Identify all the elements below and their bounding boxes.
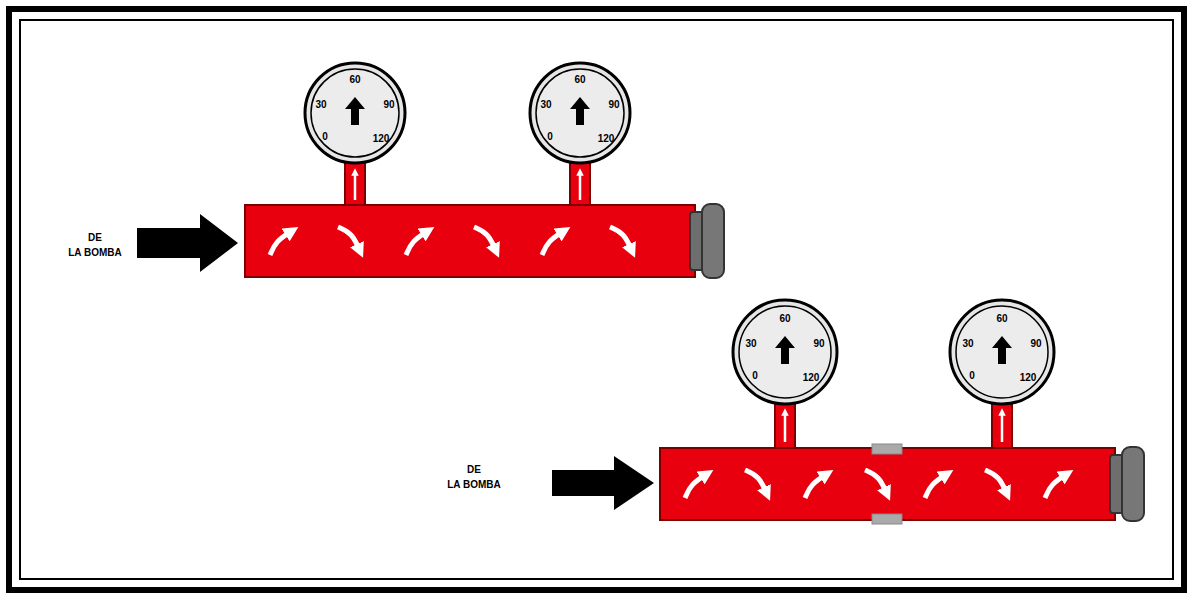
pressure-gauge: 60 30 90 0 120 [301, 59, 409, 167]
gauge-stem [775, 400, 795, 450]
flow-mark [406, 231, 428, 255]
scale-number: 90 [813, 339, 824, 349]
pipe [245, 205, 695, 277]
scale-number: 120 [598, 134, 615, 144]
gauge-rim [733, 300, 837, 404]
flow-arrow [137, 214, 238, 272]
source-label: DE [467, 465, 481, 475]
gauge-needle [775, 336, 795, 364]
scale-number: 120 [1020, 373, 1037, 383]
pressure-mark [354, 172, 357, 200]
source-label: DE [88, 233, 102, 243]
gauge-needle [345, 97, 365, 125]
gauge-dial [956, 306, 1048, 398]
scale-number: 90 [1030, 339, 1041, 349]
gauge-rim [305, 63, 405, 163]
frame-inner [20, 20, 1173, 579]
scale-number: 0 [969, 371, 975, 381]
scale-number: 90 [383, 100, 394, 110]
scale-number: 60 [574, 75, 585, 85]
flow-arrow [552, 456, 654, 510]
gauge-dial [311, 69, 399, 157]
pressure-gauge: 60 30 90 0 120 [946, 296, 1058, 408]
scale-number: 30 [315, 100, 326, 110]
gauge-rim [950, 300, 1054, 404]
scale-number: 120 [803, 373, 820, 383]
pressure-gauge: 60 30 90 0 120 [729, 296, 841, 408]
pressure-mark [784, 412, 787, 442]
pipe-cap [702, 204, 724, 278]
flow-mark [685, 474, 707, 498]
flow-mark [985, 470, 1007, 494]
scale-number: 0 [547, 132, 553, 142]
flow-mark [474, 227, 496, 251]
gauge-face [946, 296, 1058, 408]
pipe-coupling [872, 514, 902, 524]
frame [12, 12, 1181, 587]
gauge-stem [345, 160, 365, 208]
scale-number: 0 [322, 132, 328, 142]
scale-number: 0 [752, 371, 758, 381]
flow-mark [745, 470, 767, 494]
pressure-mark [579, 172, 582, 200]
scale-number: 120 [373, 134, 390, 144]
gauge-stem [570, 160, 590, 208]
pipe-coupling [872, 444, 902, 454]
scale-number: 60 [779, 314, 790, 324]
pressure-mark [1001, 412, 1004, 442]
scale-number: 30 [540, 100, 551, 110]
gauge-stem [992, 400, 1012, 450]
frame-shadow [6, 6, 1187, 593]
scale-number: 90 [608, 100, 619, 110]
flow-mark [270, 231, 292, 255]
scale-number: 30 [745, 339, 756, 349]
gauge-dial [536, 69, 624, 157]
scale-number: 60 [996, 314, 1007, 324]
scale-number: 30 [962, 339, 973, 349]
pipe [660, 448, 1115, 520]
flow-mark [865, 470, 887, 494]
scale-number: 60 [349, 75, 360, 85]
gauge-rim [530, 63, 630, 163]
flow-mark [338, 227, 360, 251]
pressure-gauge: 60 30 90 0 120 [526, 59, 634, 167]
flow-mark [805, 474, 827, 498]
flow-mark [610, 227, 632, 251]
source-label: LA BOMBA [447, 480, 501, 490]
flow-mark [1045, 474, 1067, 498]
gauge-dial [739, 306, 831, 398]
gauge-needle [570, 97, 590, 125]
pipe-cap [1122, 447, 1144, 521]
source-label: LA BOMBA [68, 248, 122, 258]
gauge-needle [992, 336, 1012, 364]
flow-mark [542, 231, 564, 255]
gauge-face [729, 296, 841, 408]
flow-mark [925, 474, 947, 498]
